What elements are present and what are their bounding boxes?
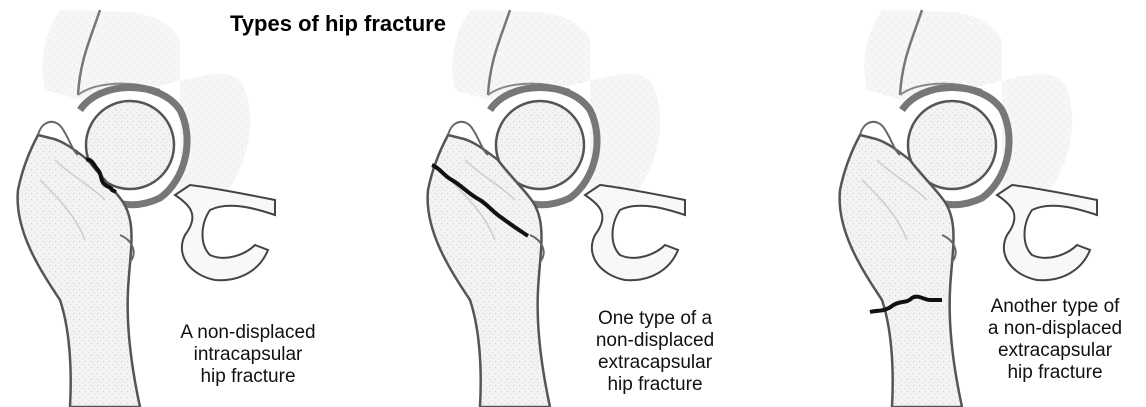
- caption-line: extracapsular: [965, 340, 1145, 362]
- caption-intracapsular: A non-displaced intracapsular hip fractu…: [148, 322, 348, 388]
- caption-line: a non-displaced: [965, 318, 1145, 340]
- caption-line: Another type of: [965, 296, 1145, 318]
- caption-line: hip fracture: [965, 362, 1145, 384]
- caption-extracapsular-1: One type of a non-displaced extracapsula…: [555, 308, 755, 396]
- caption-line: hip fracture: [148, 366, 348, 388]
- caption-extracapsular-2: Another type of a non-displaced extracap…: [965, 296, 1145, 384]
- caption-line: non-displaced: [555, 330, 755, 352]
- caption-line: extracapsular: [555, 352, 755, 374]
- caption-line: A non-displaced: [148, 322, 348, 344]
- caption-line: intracapsular: [148, 344, 348, 366]
- caption-line: One type of a: [555, 308, 755, 330]
- diagram-title: Types of hip fracture: [226, 11, 450, 37]
- caption-line: hip fracture: [555, 374, 755, 396]
